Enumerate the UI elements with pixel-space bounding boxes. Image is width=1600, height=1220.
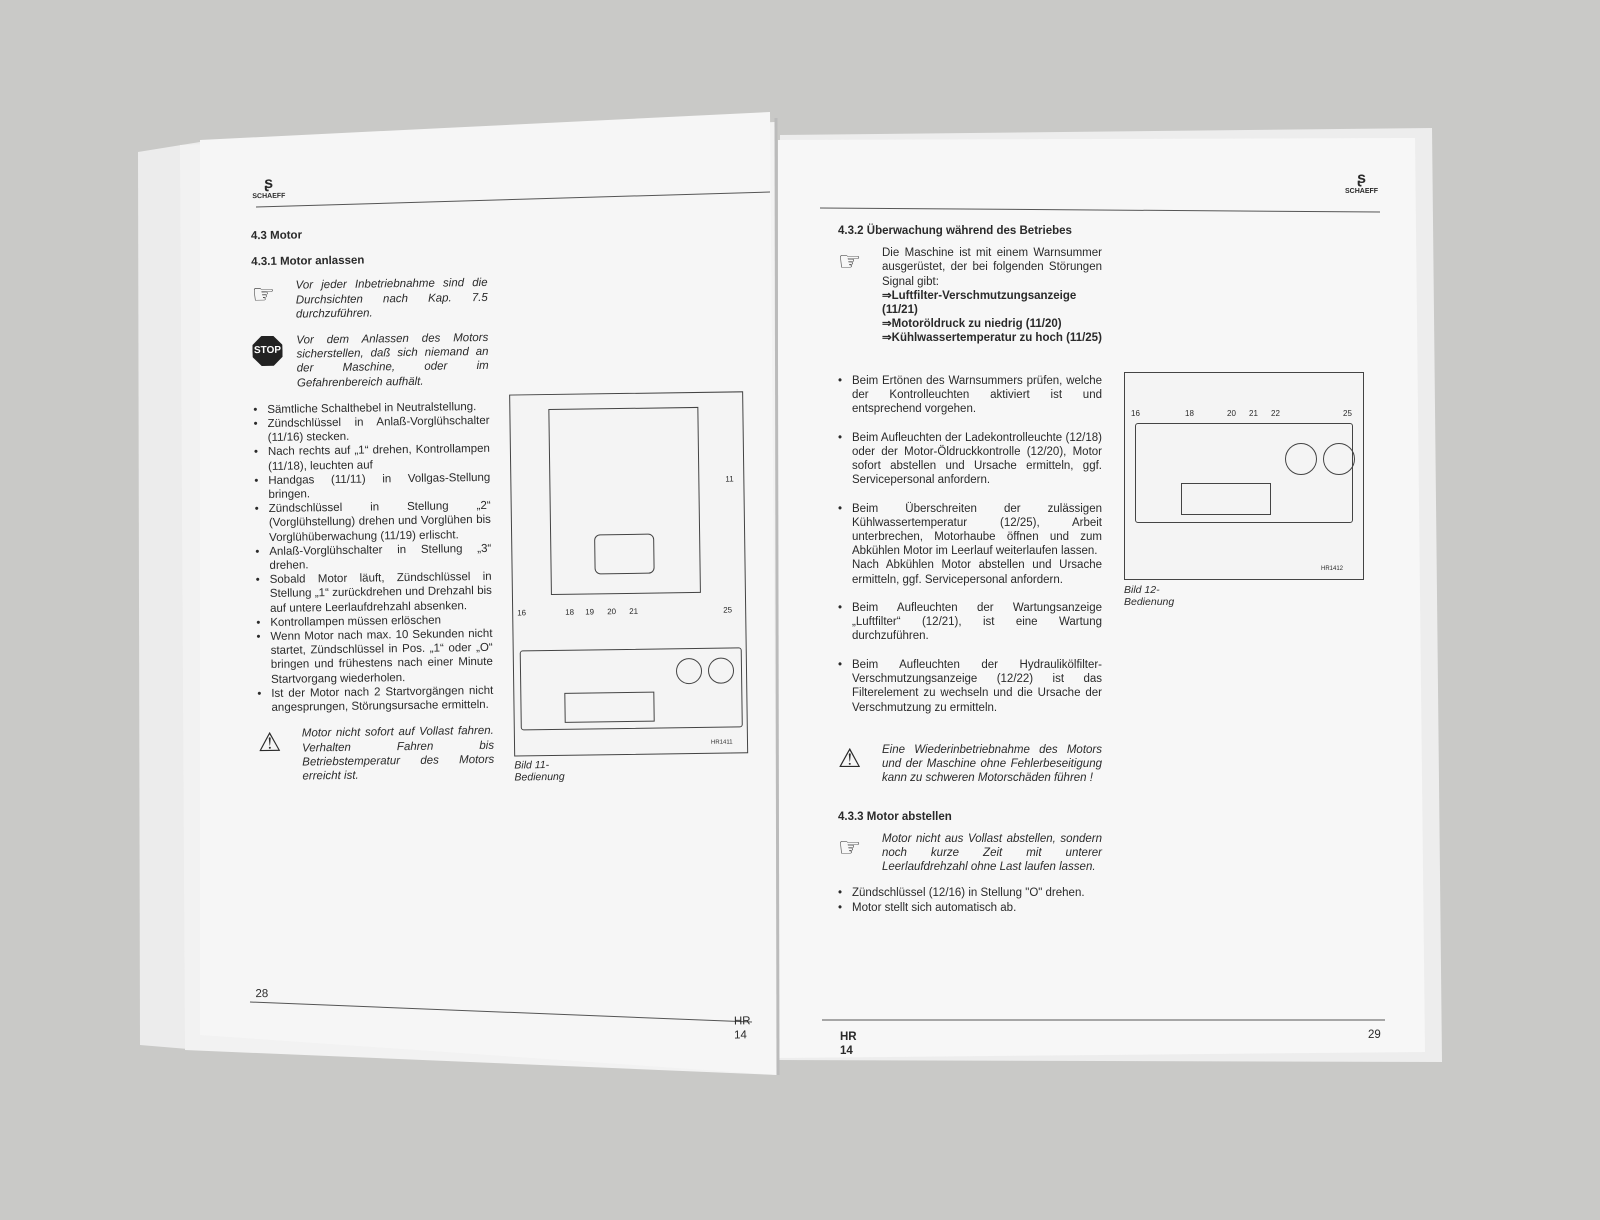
subsection-heading: 4.3.3 Motor abstellen <box>838 810 952 823</box>
list-item: Beim Aufleuchten der Wartungsanzeige „Lu… <box>838 601 1102 644</box>
monitoring-list: Beim Ertönen des Warnsummers prüfen, wel… <box>838 360 1102 729</box>
warning-triangle-icon: ⚠ <box>838 742 862 773</box>
warning-block: ⚠ Motor nicht sofort auf Vollast fahren.… <box>258 724 495 784</box>
stop-text: Vor dem Anlassen des Motors sicherstelle… <box>296 331 489 390</box>
stop-label: STOP <box>253 344 282 357</box>
label-21: 21 <box>629 606 639 616</box>
figure-code: HR1411 <box>710 739 733 746</box>
subsection-heading: 4.3.2 Überwachung während des Betriebes <box>838 225 1072 237</box>
note-text: Die Maschine ist mit einem Warnsummer au… <box>882 247 1102 288</box>
warning-block: ⚠ Eine Wiederinbetriebnahme des Motors u… <box>838 743 1102 786</box>
logo-text: SCHAEFF <box>252 192 286 201</box>
figure-11-control-panel: 16 18 19 20 21 25 11 HR1411 <box>509 391 749 757</box>
label-11: 11 <box>725 474 734 484</box>
note-block: ☞ Die Maschine ist mit einem Warnsummer … <box>838 246 1102 345</box>
label-20: 20 <box>607 607 617 617</box>
figure-12-control-panel: 16 18 20 21 22 25 HR1412 <box>1124 372 1364 580</box>
right-text-column: 4.3.2 Überwachung während des Betriebes … <box>838 224 1102 915</box>
label-25: 25 <box>723 605 733 615</box>
warning-text: Motor nicht sofort auf Vollast fahren. V… <box>301 725 495 783</box>
list-item: Anlaß-Vorglühschalter in Stellung „3“ dr… <box>255 542 491 574</box>
label-18: 18 <box>1185 409 1194 418</box>
label-19: 19 <box>585 607 595 617</box>
steps-list: Sämtliche Schalthebel in Neutralstellung… <box>253 400 493 716</box>
list-item: Nach rechts auf „1“ drehen, Kontrollampe… <box>254 442 490 474</box>
gauge-icon <box>1285 443 1317 475</box>
page-number: 28 <box>255 987 269 1001</box>
temperature-gauge-icon <box>1323 443 1355 475</box>
signal-item: ⇒Kühlwassertemperatur zu hoch (11/25) <box>882 332 1102 345</box>
list-item: Zündschlüssel in Stellung „2“ (Vorglühst… <box>255 499 492 545</box>
page-number: 29 <box>1368 1029 1381 1041</box>
list-item: Motor stellt sich automatisch ab. <box>838 901 1102 915</box>
list-item: Beim Aufleuchten der Hydraulikölfilter-V… <box>838 658 1102 715</box>
note-text: Motor nicht aus Vollast abstellen, sonde… <box>882 832 1102 874</box>
pointing-hand-icon: ☞ <box>838 831 862 862</box>
signal-item: ⇒Motoröldruck zu niedrig (11/20) <box>882 318 1062 331</box>
figure-code: HR1412 <box>1321 566 1344 572</box>
label-16: 16 <box>1131 409 1140 418</box>
list-item: Beim Aufleuchten der Ladekontrolleuchte … <box>838 431 1102 488</box>
pointing-hand-icon: ☞ <box>251 279 276 310</box>
switch-bank <box>564 691 655 723</box>
note-block: ☞ Vor jeder Inbetriebnahme sind die Durc… <box>252 276 489 322</box>
label-22: 22 <box>1271 409 1280 418</box>
section-heading: 4.3 Motor <box>250 229 303 243</box>
figure-caption: Bild 12-Bedienung <box>1124 584 1175 608</box>
list-item: Sobald Motor läuft, Zündschlüssel in Ste… <box>256 570 493 616</box>
label-18: 18 <box>565 607 575 617</box>
list-item: Zündschlüssel in Anlaß-Vorglühschalter (… <box>253 414 489 446</box>
footer-model: HR 14 <box>840 1031 857 1058</box>
left-text-column: 4.3 Motor 4.3.1 Motor anlassen ☞ Vor jed… <box>251 226 495 784</box>
stop-sign-icon: STOP <box>252 336 282 366</box>
note-block: ☞ Motor nicht aus Vollast abstellen, son… <box>838 832 1102 875</box>
shutdown-list: Zündschlüssel (12/16) in Stellung "O" dr… <box>838 886 1102 915</box>
footer-model: HR 14 <box>733 1015 751 1042</box>
signal-item: ⇒Luftfilter-Verschmutzungsanzeige (11/21… <box>882 289 1077 317</box>
dashboard-drawing <box>1135 423 1353 523</box>
label-21: 21 <box>1249 409 1258 418</box>
list-item: Beim Überschreiten der zulässigen Kühlwa… <box>838 502 1102 587</box>
list-item: Ist der Motor nach 2 Startvorgängen nich… <box>257 684 493 716</box>
figure-caption: Bild 11-Bedienung <box>514 759 565 784</box>
list-item: Handgas (11/11) in Vollgas-Stellung brin… <box>254 471 490 503</box>
list-item: Beim Ertönen des Warnsummers prüfen, wel… <box>838 374 1102 417</box>
label-20: 20 <box>1227 409 1236 418</box>
seat-drawing <box>594 533 655 575</box>
list-item: Zündschlüssel (12/16) in Stellung "O" dr… <box>838 886 1102 900</box>
label-16: 16 <box>517 608 527 618</box>
pointing-hand-icon: ☞ <box>838 246 862 277</box>
list-item: Wenn Motor nach max. 10 Sekunden nicht s… <box>256 627 493 687</box>
warning-text: Eine Wiederinbetriebnahme des Motors und… <box>882 743 1102 785</box>
warning-triangle-icon: ⚠ <box>257 727 282 758</box>
label-25: 25 <box>1343 409 1352 418</box>
switch-bank <box>1181 483 1271 515</box>
subsection-heading: 4.3.1 Motor anlassen <box>251 254 365 269</box>
logo-text: SCHAEFF <box>1345 188 1379 195</box>
note-text: Vor jeder Inbetriebnahme sind die Durchs… <box>295 277 488 321</box>
stop-block: STOP Vor dem Anlassen des Motors sichers… <box>252 331 489 391</box>
